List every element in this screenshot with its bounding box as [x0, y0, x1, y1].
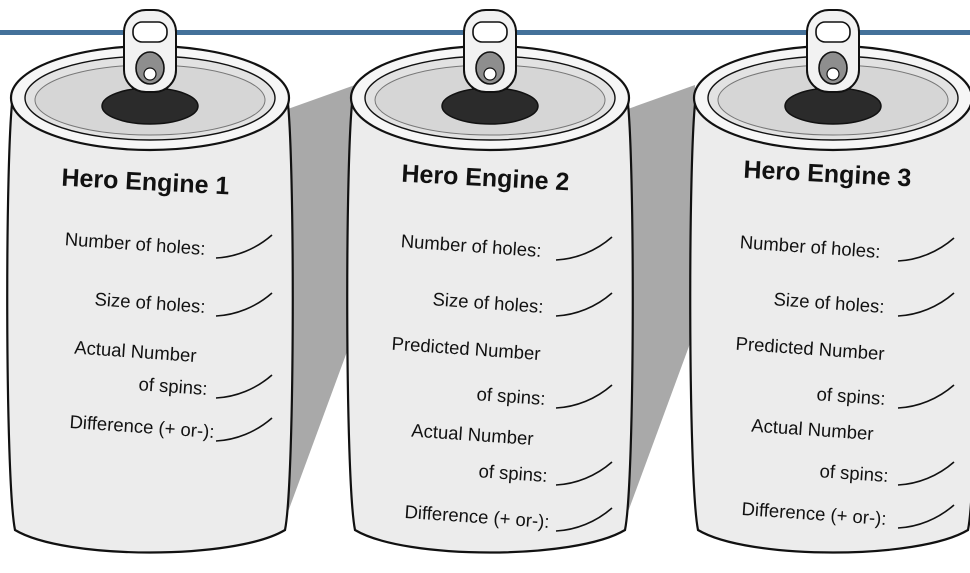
can-shadow — [625, 85, 695, 520]
can-body — [7, 95, 293, 553]
pull-tab — [807, 10, 859, 92]
pull-tab — [464, 10, 516, 92]
can-opening — [442, 88, 538, 124]
can-opening — [102, 88, 198, 124]
can-opening — [785, 88, 881, 124]
can-shadow — [285, 85, 355, 520]
pull-tab — [124, 10, 176, 92]
